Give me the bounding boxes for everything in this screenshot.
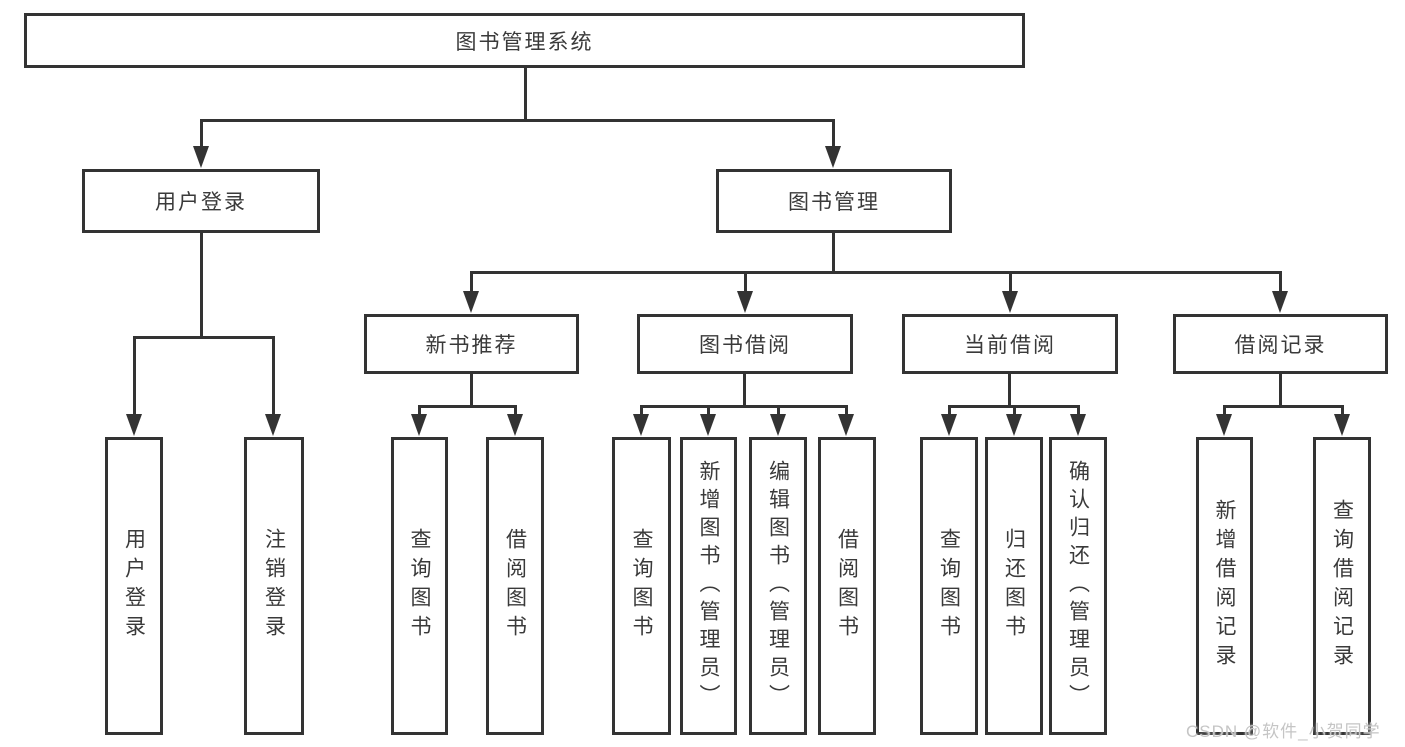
arrow-to-new-book-rec xyxy=(463,272,479,313)
leaf-borrow-book-rec-label: 借阅图书 xyxy=(503,528,527,644)
arrow-to-leaf-add-book xyxy=(700,405,716,436)
connector-borrow-records-stem xyxy=(1279,374,1282,408)
arrow-to-leaf-return-book xyxy=(1006,405,1022,436)
leaf-query-book-current-label: 查询图书 xyxy=(937,528,961,644)
node-book-mgmt-label: 图书管理 xyxy=(788,191,880,214)
leaf-borrow-book-borrow-label: 借阅图书 xyxy=(835,528,859,644)
node-borrow-records-label: 借阅记录 xyxy=(1234,334,1327,357)
leaf-add-borrow-record-label: 新增借阅记录 xyxy=(1213,499,1236,673)
leaf-return-book: 归还图书 xyxy=(985,437,1043,735)
connector-root-branch xyxy=(200,119,835,122)
arrow-to-book-mgmt xyxy=(825,120,841,168)
leaf-logout: 注销登录 xyxy=(244,437,304,735)
leaf-borrow-book-rec: 借阅图书 xyxy=(486,437,544,735)
connector-borrow-records-branch xyxy=(1223,405,1343,408)
arrow-to-leaf-add-borrow-record xyxy=(1216,405,1232,436)
connector-new-book-rec-branch xyxy=(418,405,517,408)
connector-book-mgmt-branch xyxy=(470,271,1282,274)
leaf-confirm-return-admin: 确认归还（管理员） xyxy=(1049,437,1107,735)
connector-new-book-rec-stem xyxy=(470,374,473,408)
connector-root-stem xyxy=(524,68,527,122)
node-root: 图书管理系统 xyxy=(24,13,1025,68)
node-current-borrow-label: 当前借阅 xyxy=(964,334,1056,357)
arrow-to-user-login xyxy=(193,120,209,168)
node-book-borrow: 图书借阅 xyxy=(637,314,853,374)
arrow-to-leaf-user-login xyxy=(126,337,142,436)
leaf-query-book-rec-label: 查询图书 xyxy=(408,528,431,644)
connector-book-borrow-stem xyxy=(743,374,746,408)
leaf-edit-book-admin: 编辑图书（管理员） xyxy=(749,437,807,735)
arrow-to-leaf-edit-book xyxy=(770,405,786,436)
arrow-to-book-borrow xyxy=(737,272,753,313)
node-new-book-rec: 新书推荐 xyxy=(364,314,579,374)
arrow-to-leaf-logout xyxy=(265,337,281,436)
connector-user-login-branch xyxy=(133,336,275,339)
leaf-confirm-return-admin-label: 确认归还（管理员） xyxy=(1066,460,1090,712)
node-user-login-label: 用户登录 xyxy=(155,191,247,214)
arrow-to-leaf-query-book-rec xyxy=(411,405,427,436)
node-book-mgmt: 图书管理 xyxy=(716,169,952,233)
leaf-edit-book-admin-label: 编辑图书（管理员） xyxy=(766,460,790,712)
node-root-label: 图书管理系统 xyxy=(455,30,594,54)
connector-book-borrow-branch xyxy=(640,405,848,408)
node-book-borrow-label: 图书借阅 xyxy=(699,334,791,357)
arrow-to-leaf-query-book-current xyxy=(941,405,957,436)
leaf-user-login-label: 用户登录 xyxy=(122,528,146,644)
leaf-query-book-rec: 查询图书 xyxy=(391,437,448,735)
leaf-user-login: 用户登录 xyxy=(105,437,163,735)
leaf-query-book-borrow: 查询图书 xyxy=(612,437,671,735)
leaf-add-book-admin-label: 新增图书（管理员） xyxy=(697,460,720,712)
leaf-query-borrow-record-label: 查询借阅记录 xyxy=(1330,499,1354,673)
connector-book-mgmt-stem xyxy=(832,233,835,274)
arrow-to-leaf-confirm-return xyxy=(1070,405,1086,436)
node-new-book-rec-label: 新书推荐 xyxy=(425,334,518,357)
node-borrow-records: 借阅记录 xyxy=(1173,314,1388,374)
connector-user-login-stem xyxy=(200,233,203,339)
leaf-logout-label: 注销登录 xyxy=(262,528,286,644)
leaf-query-book-current: 查询图书 xyxy=(920,437,978,735)
arrow-to-leaf-query-book-borrow xyxy=(633,405,649,436)
leaf-add-book-admin: 新增图书（管理员） xyxy=(680,437,737,735)
node-current-borrow: 当前借阅 xyxy=(902,314,1118,374)
leaf-query-book-borrow-label: 查询图书 xyxy=(630,528,653,644)
watermark: CSDN @软件_小贺同学 xyxy=(1186,722,1381,741)
leaf-query-borrow-record: 查询借阅记录 xyxy=(1313,437,1371,735)
node-user-login: 用户登录 xyxy=(82,169,320,233)
leaf-return-book-label: 归还图书 xyxy=(1002,528,1026,644)
arrow-to-leaf-borrow-book-borrow xyxy=(838,405,854,436)
arrow-to-borrow-records xyxy=(1272,272,1288,313)
arrow-to-current-borrow xyxy=(1002,272,1018,313)
connector-current-borrow-stem xyxy=(1008,374,1011,408)
leaf-add-borrow-record: 新增借阅记录 xyxy=(1196,437,1253,735)
leaf-borrow-book-borrow: 借阅图书 xyxy=(818,437,876,735)
arrow-to-leaf-borrow-book-rec xyxy=(507,405,523,436)
arrow-to-leaf-query-borrow-record xyxy=(1334,405,1350,436)
